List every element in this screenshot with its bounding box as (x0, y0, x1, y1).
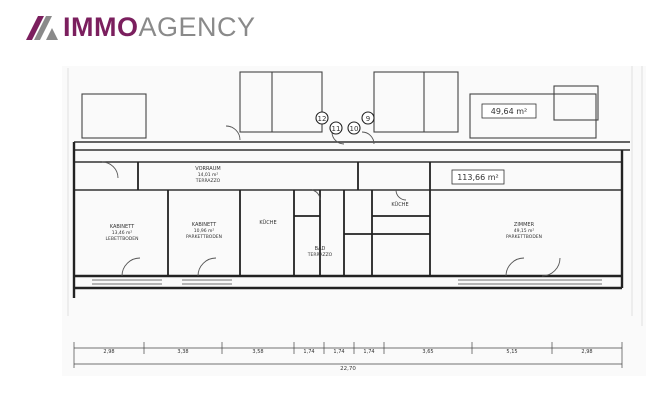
dimension-1: 2,98 (103, 349, 114, 355)
dimension-2: 3,38 (177, 349, 188, 355)
room-name-kueche-1: KÜCHE (259, 219, 276, 226)
room-name-kabinett-2: KABINETT (192, 222, 217, 228)
brand-name-part2: AGENCY (138, 12, 256, 42)
room-name-bad: BAD (315, 246, 326, 252)
room-floor-vorraum: TERRAZZO (195, 178, 221, 184)
room-name-vorraum: VORRAUM (195, 166, 220, 172)
room-name-zimmer: ZIMMER (514, 222, 535, 228)
dimension-3: 3,58 (252, 349, 263, 355)
room-name-kabinett-1: KABINETT (110, 224, 135, 230)
room-size-zimmer: 49,15 m² (514, 228, 535, 234)
room-floor-kabinett-1: LEBETTBODEN (106, 236, 139, 242)
brand-logo[interactable]: IMMOAGENCY (24, 10, 256, 44)
brand-name: IMMOAGENCY (63, 12, 256, 42)
room-size-kabinett-2: 10,96 m² (194, 228, 215, 234)
area-label-top-right: 49,64 m² (491, 107, 527, 116)
dimension-8: 5,15 (506, 349, 517, 355)
room-name-kueche-2: KÜCHE (391, 201, 408, 208)
room-size-vorraum: 14,01 m² (198, 172, 219, 178)
room-floor-kabinett-2: PARKETTBODEN (186, 234, 222, 240)
dimension-6: 1,74 (363, 349, 374, 355)
room-floor-zimmer: PARKETTBODEN (506, 234, 542, 240)
room-floor-bad: TERRAZZO (307, 252, 333, 258)
dimension-5: 1,74 (333, 349, 344, 355)
unit-number-10: 10 (350, 125, 359, 133)
room-size-kabinett-1: 13,46 m² (112, 230, 133, 236)
header: IMMOAGENCY (0, 0, 669, 52)
brand-name-part1: IMMO (63, 12, 139, 42)
unit-number-12: 12 (318, 115, 327, 123)
dimension-7: 3,65 (422, 349, 433, 355)
dimension-9: 2,98 (581, 349, 592, 355)
dimension-total: 22,70 (340, 366, 356, 372)
area-label-center: 113,66 m² (457, 173, 499, 182)
floor-plan: 12 11 10 9 49,64 m² 113,66 m² KABINETT 1… (62, 66, 646, 376)
unit-number-11: 11 (332, 125, 341, 133)
immoagency-logo-icon (26, 16, 58, 40)
floor-plan-drawing: 12 11 10 9 49,64 m² 113,66 m² KABINETT 1… (62, 66, 646, 376)
dimension-4: 1,74 (303, 349, 314, 355)
unit-number-9: 9 (366, 115, 370, 123)
